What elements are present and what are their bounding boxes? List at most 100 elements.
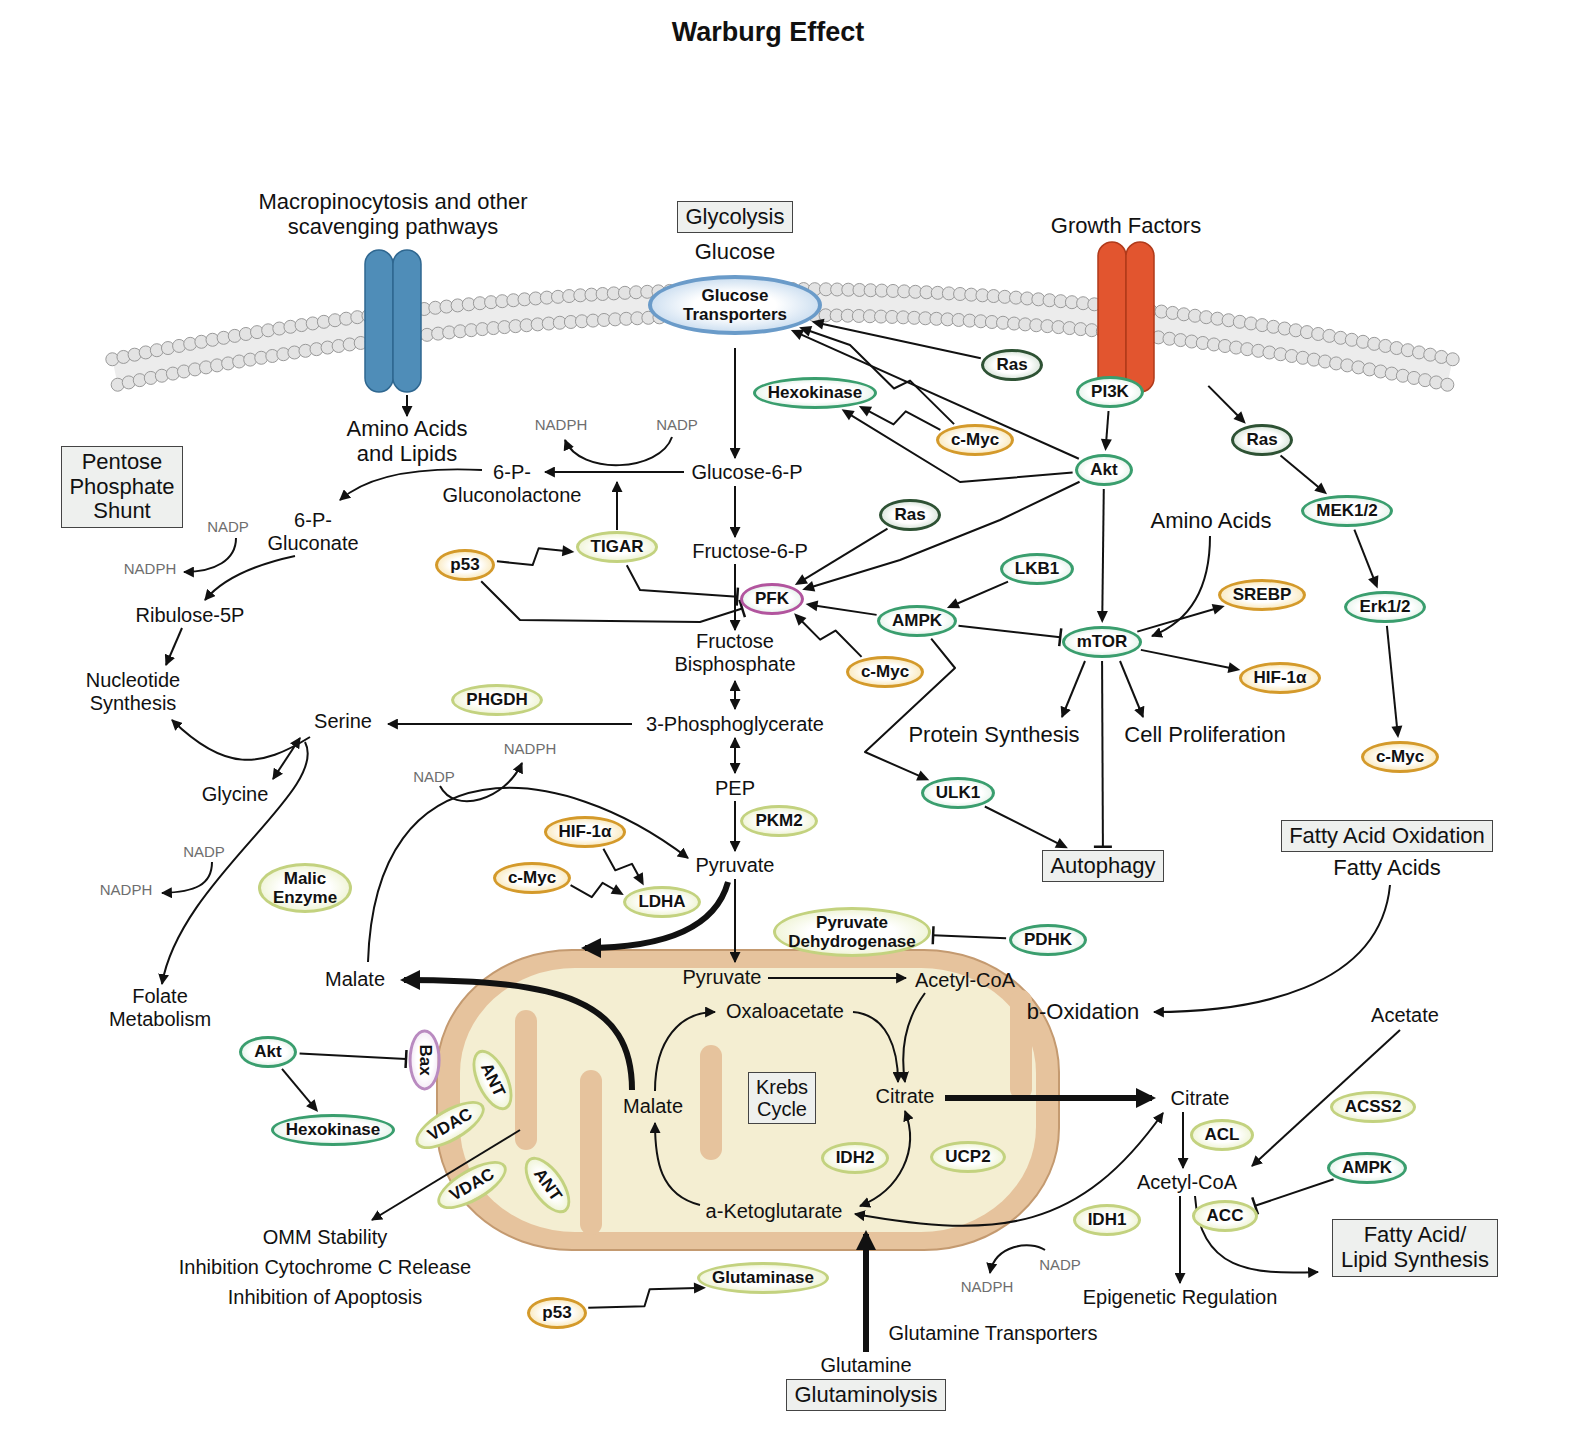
metabolite-label: Malate [325, 968, 385, 991]
node-text: Pentose Phosphate Shunt [69, 450, 174, 524]
connector-line [800, 620, 861, 657]
connector-line [811, 482, 1080, 587]
process-box: Krebs Cycle [748, 1072, 816, 1125]
node-text: Hexokinase [768, 383, 863, 402]
lipid-head [1446, 353, 1459, 366]
enzyme-oval: PKM2 [740, 805, 817, 837]
metabolite-label: Inhibition of Apoptosis [228, 1286, 423, 1309]
activation-connector [947, 582, 1008, 609]
cofactor-label: NADPH [961, 1278, 1014, 1295]
connector-line [1102, 489, 1103, 614]
connector-line [958, 626, 1060, 638]
node-text: IDH2 [836, 1148, 875, 1167]
enzyme-oval: UCP2 [930, 1141, 1005, 1173]
metabolite-label: 3-Phosphoglycerate [646, 713, 824, 736]
enzyme-oval: ACL [1190, 1119, 1255, 1151]
metabolite-label: Fructose Bisphosphate [674, 630, 795, 676]
node-text: Fatty Acid/ Lipid Synthesis [1340, 1223, 1490, 1272]
connector-line [1255, 1179, 1333, 1206]
connector-line [849, 414, 1072, 482]
protein-oval: Hexokinase [753, 377, 878, 409]
node-text: Oxaloacetate [726, 1000, 844, 1022]
connector-line [814, 605, 876, 614]
metabolite-label: Acetyl-CoA [1137, 1171, 1237, 1194]
node-text: Autophagy [1050, 854, 1155, 879]
activation-connector [1137, 604, 1224, 632]
node-text: Erk1/2 [1359, 597, 1410, 616]
connector-line [1101, 661, 1104, 847]
node-text: mTOR [1077, 632, 1128, 651]
activation-connector [1097, 489, 1108, 623]
activation-connector [1208, 386, 1245, 424]
connector-line [1106, 411, 1108, 442]
node-text: Ras [1246, 430, 1277, 449]
enzyme-oval: ACC [1192, 1200, 1259, 1232]
cofactor-label: NADP [207, 518, 249, 535]
node-text: Macropinocytosis and other scavenging pa… [243, 190, 543, 239]
process-box: Fatty Acid Oxidation [1281, 820, 1493, 853]
cofactor-label: NADPH [124, 560, 177, 577]
protein-oval: c-Myc [936, 424, 1014, 456]
metabolite-label: Nucleotide Synthesis [86, 669, 181, 715]
connector-line [1141, 650, 1232, 668]
node-text: TIGAR [591, 537, 644, 556]
connector-line [803, 529, 888, 581]
process-box: Fatty Acid/ Lipid Synthesis [1332, 1219, 1498, 1276]
protein-oval: Ras [981, 349, 1042, 381]
activation-connector [859, 406, 940, 430]
process-box: Pentose Phosphate Shunt [61, 446, 182, 528]
metabolite-label: Amino Acids and Lipids [332, 416, 482, 467]
node-text: PKM2 [755, 811, 802, 830]
enzyme-oval: Pyruvate Dehydrogenase [773, 907, 931, 957]
connector-line [571, 883, 616, 897]
metabolite-label: Citrate [1171, 1087, 1230, 1110]
lipid-head [1413, 346, 1426, 359]
connector-line [282, 1069, 312, 1105]
metabolite-label: b-Oxidation [1027, 999, 1140, 1024]
inhibition-connector [627, 565, 738, 605]
node-text: a-Ketoglutarate [706, 1200, 843, 1222]
enzyme-oval: Malic Enzyme [258, 863, 352, 913]
reaction-arrows [162, 348, 1400, 1352]
metabolite-label: Protein Synthesis [908, 722, 1079, 747]
activation-connector [985, 807, 1068, 849]
node-text: Glutaminase [712, 1268, 814, 1287]
protein-oval: SREBP [1218, 579, 1307, 611]
activation-connector [802, 482, 1079, 592]
protein-oval: PI3K [1076, 376, 1144, 408]
node-text: Glutaminolysis [794, 1383, 937, 1408]
process-box: Glycolysis [677, 201, 792, 234]
connector-line [1137, 608, 1216, 631]
node-text: Krebs Cycle [756, 1076, 808, 1121]
node-text: AMPK [1342, 1158, 1392, 1177]
node-text: Hexokinase [286, 1120, 381, 1139]
arrowhead [795, 574, 808, 585]
inhibition-connector [481, 581, 745, 622]
protein-oval: p53 [527, 1297, 586, 1329]
cofactor-label: NADP [183, 843, 225, 860]
node-text: Citrate [876, 1085, 935, 1107]
protein-oval: MEK1/2 [1301, 495, 1392, 527]
node-text: PI3K [1091, 382, 1129, 401]
activation-connector [794, 613, 861, 657]
activation-connector [842, 409, 1073, 482]
activation-connector [588, 1282, 706, 1307]
metabolite-label: Fructose-6-P [692, 540, 808, 563]
activation-connector [603, 849, 643, 886]
cofactor-label: NADP [656, 416, 698, 433]
node-text: Pyruvate Dehydrogenase [788, 913, 916, 951]
protein-oval: AMPK [1327, 1152, 1407, 1184]
activation-connector [571, 883, 624, 897]
protein-oval: c-Myc [846, 656, 924, 688]
metabolite-label: Fatty Acids [1333, 855, 1441, 880]
transporter-oval: Glucose Transporters [648, 275, 822, 335]
node-text: LKB1 [1015, 559, 1059, 578]
metabolite-label: Cell Proliferation [1124, 722, 1285, 747]
node-text: SREBP [1233, 585, 1292, 604]
process-box: Glutaminolysis [786, 1379, 945, 1412]
node-text: UCP2 [945, 1147, 990, 1166]
protein-oval: PDHK [1009, 924, 1087, 956]
protein-oval: Ras [1231, 424, 1292, 456]
activation-connector [1354, 530, 1378, 589]
node-text: Fatty Acid Oxidation [1289, 824, 1485, 849]
